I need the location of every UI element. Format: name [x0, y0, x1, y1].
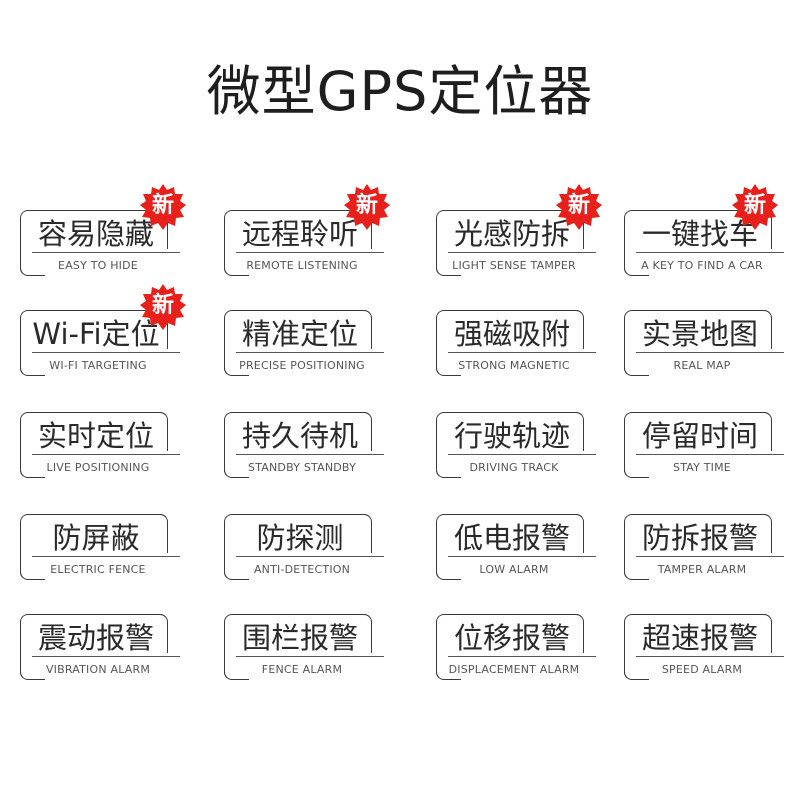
feature-title: 超速报警	[641, 621, 758, 655]
feature-subtitle: TAMPER ALARM	[657, 563, 747, 576]
feature-item: 防屏蔽 ELECTRIC FENCE	[20, 514, 180, 582]
feature-item: 位移报警 DISPLACEMENT ALARM	[436, 614, 596, 682]
new-badge: 新	[344, 184, 390, 230]
feature-subtitle: A KEY TO FIND A CAR	[641, 259, 763, 272]
starburst-icon	[344, 184, 390, 230]
feature-title: 持久待机	[241, 419, 358, 453]
feature-subtitle: DRIVING TRACK	[469, 461, 559, 474]
feature-subtitle: VIBRATION ALARM	[45, 663, 151, 676]
feature-item: 超速报警 SPEED ALARM	[624, 614, 784, 682]
feature-title: 远程聆听	[241, 217, 358, 251]
feature-title: 震动报警	[37, 621, 154, 655]
feature-subtitle: EASY TO HIDE	[58, 259, 138, 272]
feature-item: 容易隐藏 EASY TO HIDE 新	[20, 184, 186, 278]
new-badge: 新	[556, 184, 602, 230]
feature-item: Wi-Fi定位 WI-FI TARGETING 新	[20, 284, 186, 378]
feature-title: 停留时间	[641, 419, 758, 453]
feature-subtitle: ANTI-DETECTION	[253, 563, 351, 576]
feature-subtitle: SPEED ALARM	[661, 663, 743, 676]
feature-item: 远程聆听 REMOTE LISTENING 新	[224, 184, 390, 278]
feature-title: 位移报警	[453, 621, 570, 655]
feature-item: 实时定位 LIVE POSITIONING	[20, 412, 180, 480]
feature-item: 实景地图 REAL MAP	[624, 310, 784, 378]
feature-item: 停留时间 STAY TIME	[624, 412, 784, 480]
feature-item: 震动报警 VIBRATION ALARM	[20, 614, 180, 682]
feature-title: 光感防拆	[453, 217, 570, 251]
feature-subtitle: STRONG MAGNETIC	[458, 359, 570, 372]
starburst-icon	[140, 184, 186, 230]
feature-subtitle: WI-FI TARGETING	[49, 359, 147, 372]
feature-subtitle: PRECISE POSITIONING	[239, 359, 365, 372]
feature-subtitle: REAL MAP	[673, 359, 731, 372]
feature-item: 行驶轨迹 DRIVING TRACK	[436, 412, 596, 480]
feature-subtitle: LOW ALARM	[479, 563, 549, 576]
new-badge: 新	[140, 184, 186, 230]
feature-title: 防探测	[256, 521, 344, 555]
feature-item: 精准定位 PRECISE POSITIONING	[224, 310, 384, 378]
feature-subtitle: STAY TIME	[673, 461, 731, 474]
feature-title: 精准定位	[241, 317, 358, 351]
feature-title: 容易隐藏	[37, 217, 154, 251]
feature-item: 光感防拆 LIGHT SENSE TAMPER 新	[436, 184, 602, 278]
starburst-icon	[556, 184, 602, 230]
new-badge: 新	[732, 184, 778, 230]
feature-title: 强磁吸附	[453, 317, 570, 351]
feature-subtitle: ELECTRIC FENCE	[50, 563, 146, 576]
feature-item: 防拆报警 TAMPER ALARM	[624, 514, 784, 582]
feature-item: 围栏报警 FENCE ALARM	[224, 614, 384, 682]
feature-item: 持久待机 STANDBY STANDBY	[224, 412, 384, 480]
feature-subtitle: STANDBY STANDBY	[248, 461, 356, 474]
feature-title: 实时定位	[37, 419, 154, 453]
feature-item: 防探测 ANTI-DETECTION	[224, 514, 384, 582]
feature-item: 强磁吸附 STRONG MAGNETIC	[436, 310, 596, 378]
starburst-icon	[140, 284, 186, 330]
feature-title: 围栏报警	[241, 621, 358, 655]
new-badge: 新	[140, 284, 186, 330]
feature-subtitle: DISPLACEMENT ALARM	[448, 663, 580, 676]
feature-item: 低电报警 LOW ALARM	[436, 514, 596, 582]
feature-title: 实景地图	[641, 317, 758, 351]
feature-title: 防屏蔽	[52, 521, 140, 555]
feature-title: Wi-Fi定位	[32, 317, 160, 351]
feature-subtitle: LIGHT SENSE TAMPER	[452, 259, 576, 272]
feature-title: 一键找车	[641, 217, 758, 251]
feature-title: 行驶轨迹	[453, 419, 570, 453]
feature-subtitle: FENCE ALARM	[261, 663, 343, 676]
feature-title: 低电报警	[453, 521, 570, 555]
feature-subtitle: REMOTE LISTENING	[246, 259, 358, 272]
feature-item: 一键找车 A KEY TO FIND A CAR 新	[624, 184, 784, 278]
starburst-icon	[732, 184, 778, 230]
feature-subtitle: LIVE POSITIONING	[46, 461, 150, 474]
feature-title: 防拆报警	[641, 521, 758, 555]
page-title: 微型GPS定位器	[206, 60, 594, 123]
